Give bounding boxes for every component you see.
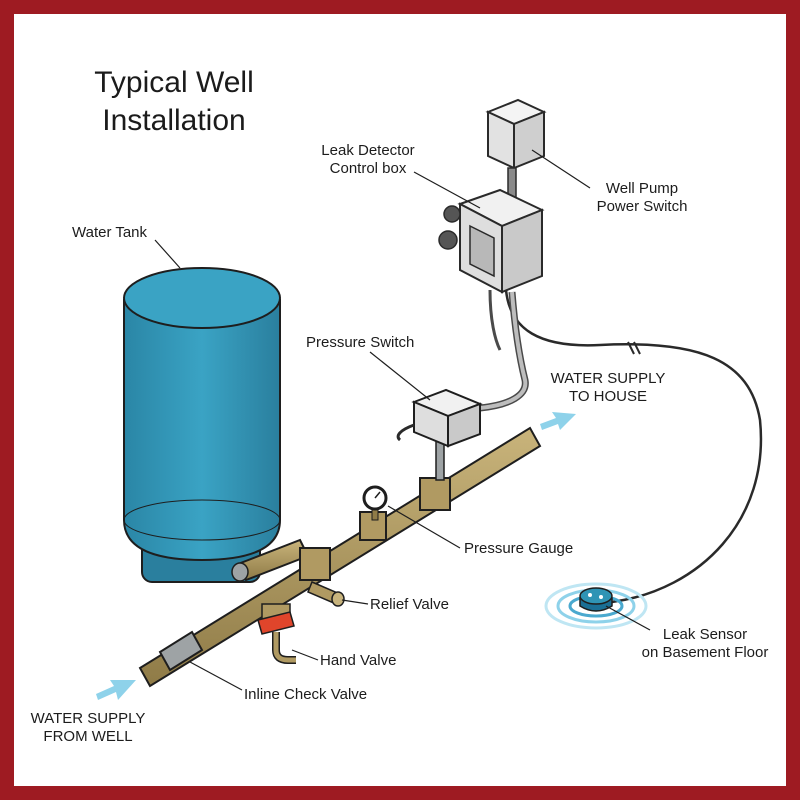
leak-detector-control-box xyxy=(438,188,545,294)
conduit-2 xyxy=(488,289,502,351)
sensor-cable xyxy=(504,289,763,604)
label-inline-check-valve: Inline Check Valve xyxy=(244,686,368,703)
label-pressure-switch: Pressure Switch xyxy=(306,334,415,351)
page-title: Typical Well Installation xyxy=(64,64,284,140)
label-well-pump: Well Pump Power Switch xyxy=(586,180,698,216)
label-relief-valve: Relief Valve xyxy=(370,596,449,613)
label-supply-house-line-2: TO HOUSE xyxy=(568,388,648,405)
title-line-2: Installation xyxy=(102,104,246,137)
label-leak-detector: Leak Detector Control box xyxy=(312,142,424,178)
leak-sensor xyxy=(544,582,648,630)
arrow-from-well xyxy=(96,680,136,700)
title-line-1: Typical Well xyxy=(94,66,254,99)
cable-break-mark-2 xyxy=(633,341,641,355)
cable-break-mark xyxy=(627,341,635,355)
pressure-switch xyxy=(396,388,483,481)
label-hand-valve: Hand Valve xyxy=(320,652,397,669)
label-leak-sensor-line-2: on Basement Floor xyxy=(641,644,769,661)
label-supply-well: WATER SUPPLY FROM WELL xyxy=(26,710,150,746)
label-leak-sensor-line-1: Leak Sensor xyxy=(662,626,748,643)
label-leak-sensor: Leak Sensor on Basement Floor xyxy=(640,626,770,662)
arrow-to-house xyxy=(540,412,576,430)
label-supply-well-line-1: WATER SUPPLY xyxy=(30,710,146,727)
label-well-pump-line-1: Well Pump xyxy=(605,180,679,197)
label-supply-well-line-2: FROM WELL xyxy=(43,728,133,745)
label-pressure-gauge: Pressure Gauge xyxy=(464,540,574,557)
water-tank xyxy=(123,267,281,583)
label-well-pump-line-2: Power Switch xyxy=(596,198,688,215)
label-supply-house: WATER SUPPLY TO HOUSE xyxy=(546,370,670,406)
pressure-gauge xyxy=(362,485,388,521)
label-water-tank: Water Tank xyxy=(72,224,148,241)
main-pipe xyxy=(138,426,542,688)
label-leak-detector-line-1: Leak Detector xyxy=(321,142,415,159)
label-leak-detector-line-2: Control box xyxy=(329,160,407,177)
leader-lines xyxy=(154,149,651,691)
label-supply-house-line-1: WATER SUPPLY xyxy=(550,370,666,387)
